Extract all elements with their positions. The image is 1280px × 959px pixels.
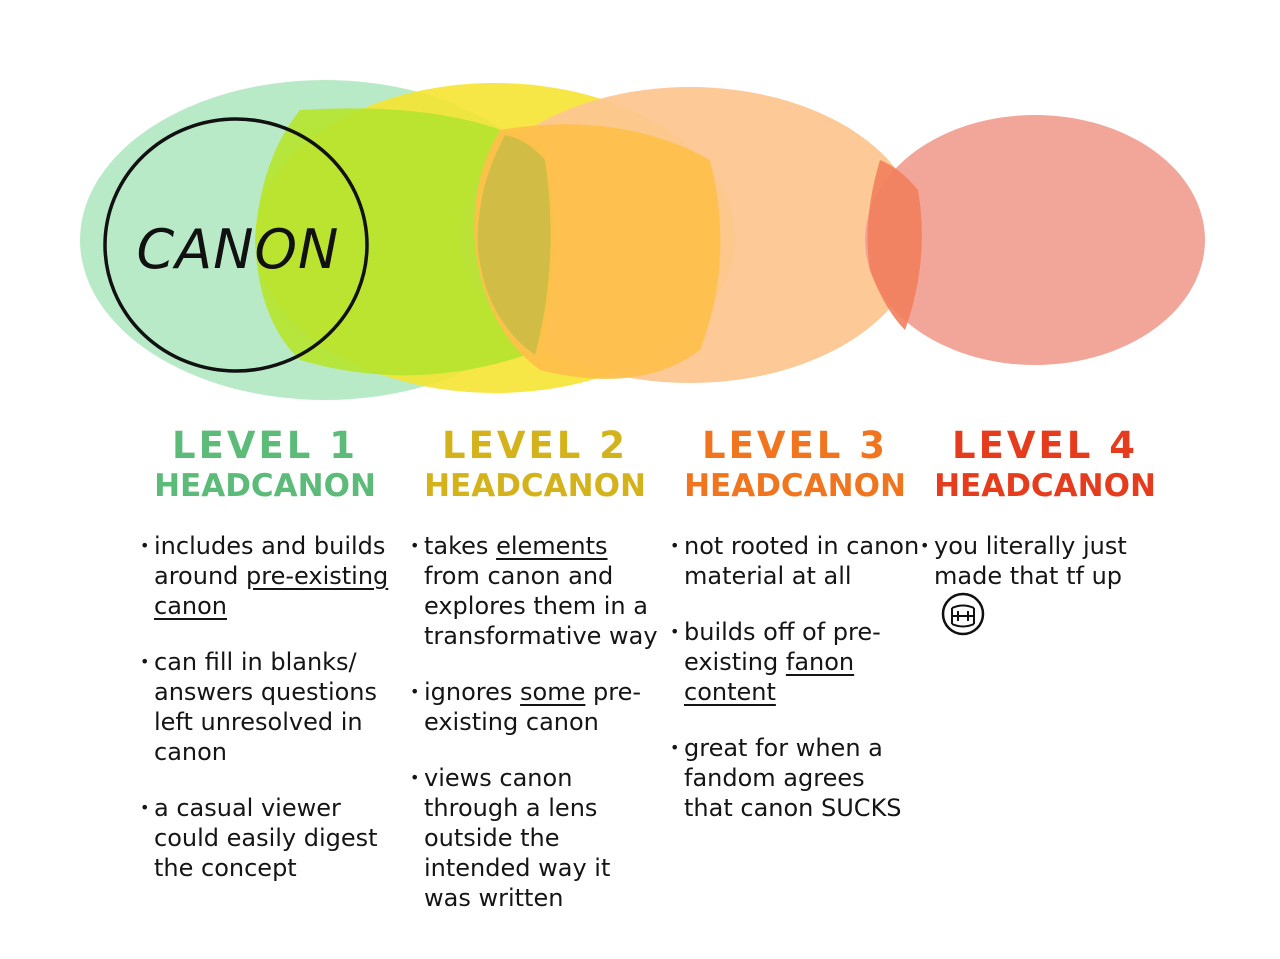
- list-item: builds off of pre-existing fanon content: [670, 617, 920, 707]
- canon-circle: [103, 117, 369, 373]
- list-item: takes elements from canon and explores t…: [410, 531, 660, 651]
- level3-subtitle: HEADCANON: [684, 468, 906, 504]
- list-item: ignores some pre-existing canon: [410, 677, 660, 737]
- list-item: views canon through a lens outside the i…: [410, 763, 660, 913]
- level1-title: LEVEL 1: [172, 424, 358, 467]
- level3-level4-overlap: [867, 160, 922, 330]
- list-item: great for when a fandom agrees that cano…: [670, 733, 920, 823]
- level2-subtitle: HEADCANON: [424, 468, 646, 504]
- list-item: a casual viewer could easily digest the …: [140, 793, 390, 883]
- grimacing-face-icon: [941, 592, 985, 636]
- level1-level2-overlap: [255, 108, 554, 376]
- level4-blob: [865, 115, 1205, 365]
- level2-bullets: takes elements from canon and explores t…: [410, 531, 660, 913]
- level4-subtitle: HEADCANON: [934, 468, 1156, 504]
- level4-title: LEVEL 4: [952, 424, 1138, 467]
- level2-column: LEVEL 2 HEADCANON takes elements from ca…: [410, 425, 660, 939]
- list-item: you literally just made that tf up: [920, 531, 1170, 637]
- level4-column: LEVEL 4 HEADCANON you literally just mad…: [920, 425, 1170, 663]
- list-item: not rooted in canon material at all: [670, 531, 920, 591]
- level3-bullets: not rooted in canon material at all buil…: [670, 531, 920, 823]
- list-item: can fill in blanks/ answers questions le…: [140, 647, 390, 767]
- level2-title: LEVEL 2: [442, 424, 628, 467]
- level1-bullets: includes and builds around pre-existing …: [140, 531, 390, 883]
- level3-title: LEVEL 3: [702, 424, 888, 467]
- level3-column: LEVEL 3 HEADCANON not rooted in canon ma…: [670, 425, 920, 849]
- level1-subtitle: HEADCANON: [154, 468, 376, 504]
- headcanon-venn-diagram: CANON: [80, 80, 1205, 400]
- level1-column: LEVEL 1 HEADCANON includes and builds ar…: [140, 425, 390, 909]
- list-item: includes and builds around pre-existing …: [140, 531, 390, 621]
- canon-label: CANON: [137, 218, 340, 281]
- level4-bullets: you literally just made that tf up: [920, 531, 1170, 637]
- level1-level2-level3-overlap: [477, 135, 551, 355]
